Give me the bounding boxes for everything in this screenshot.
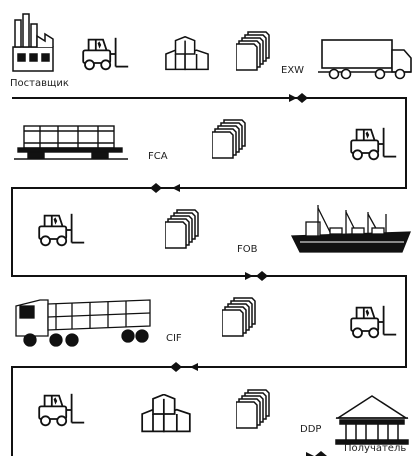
term-fca-label: FCA xyxy=(148,151,168,162)
recipient-label: Получатель xyxy=(344,443,406,454)
documents-icon xyxy=(236,32,269,70)
term-ddp-label: DDP xyxy=(300,424,321,435)
arrow-left-4 xyxy=(190,363,198,371)
diamond-1 xyxy=(296,93,308,103)
rail-wagon-icon xyxy=(14,126,128,159)
documents-icon xyxy=(165,210,198,248)
diamond-3 xyxy=(256,271,268,281)
arrow-right-3 xyxy=(245,272,253,280)
arrow-left-2 xyxy=(172,184,180,192)
forklift-icon xyxy=(351,306,396,338)
term-exw-label: EXW xyxy=(281,65,304,76)
documents-icon xyxy=(222,298,255,336)
term-fob-label: FOB xyxy=(237,244,257,255)
warehouse-icon xyxy=(336,396,408,444)
forklift-icon xyxy=(351,128,396,160)
boxes-icon xyxy=(142,395,190,432)
cargo-ship-icon xyxy=(292,205,410,252)
diamond-2 xyxy=(150,183,162,193)
term-cif-label: CIF xyxy=(166,333,182,344)
documents-icon xyxy=(236,390,269,428)
factory-icon xyxy=(13,14,53,71)
documents-icon xyxy=(212,120,245,158)
diamond-4 xyxy=(170,362,182,372)
supplier-label: Поставщик xyxy=(10,78,69,89)
forklift-icon xyxy=(83,38,128,70)
boxes-icon xyxy=(166,37,208,70)
forklift-icon xyxy=(39,394,84,426)
diamond-5 xyxy=(315,451,327,456)
arrow-right-5 xyxy=(306,452,314,456)
forklift-icon xyxy=(39,214,84,246)
semi-truck-icon xyxy=(16,300,150,346)
truck-icon xyxy=(318,40,411,79)
arrow-right-1 xyxy=(289,94,297,102)
